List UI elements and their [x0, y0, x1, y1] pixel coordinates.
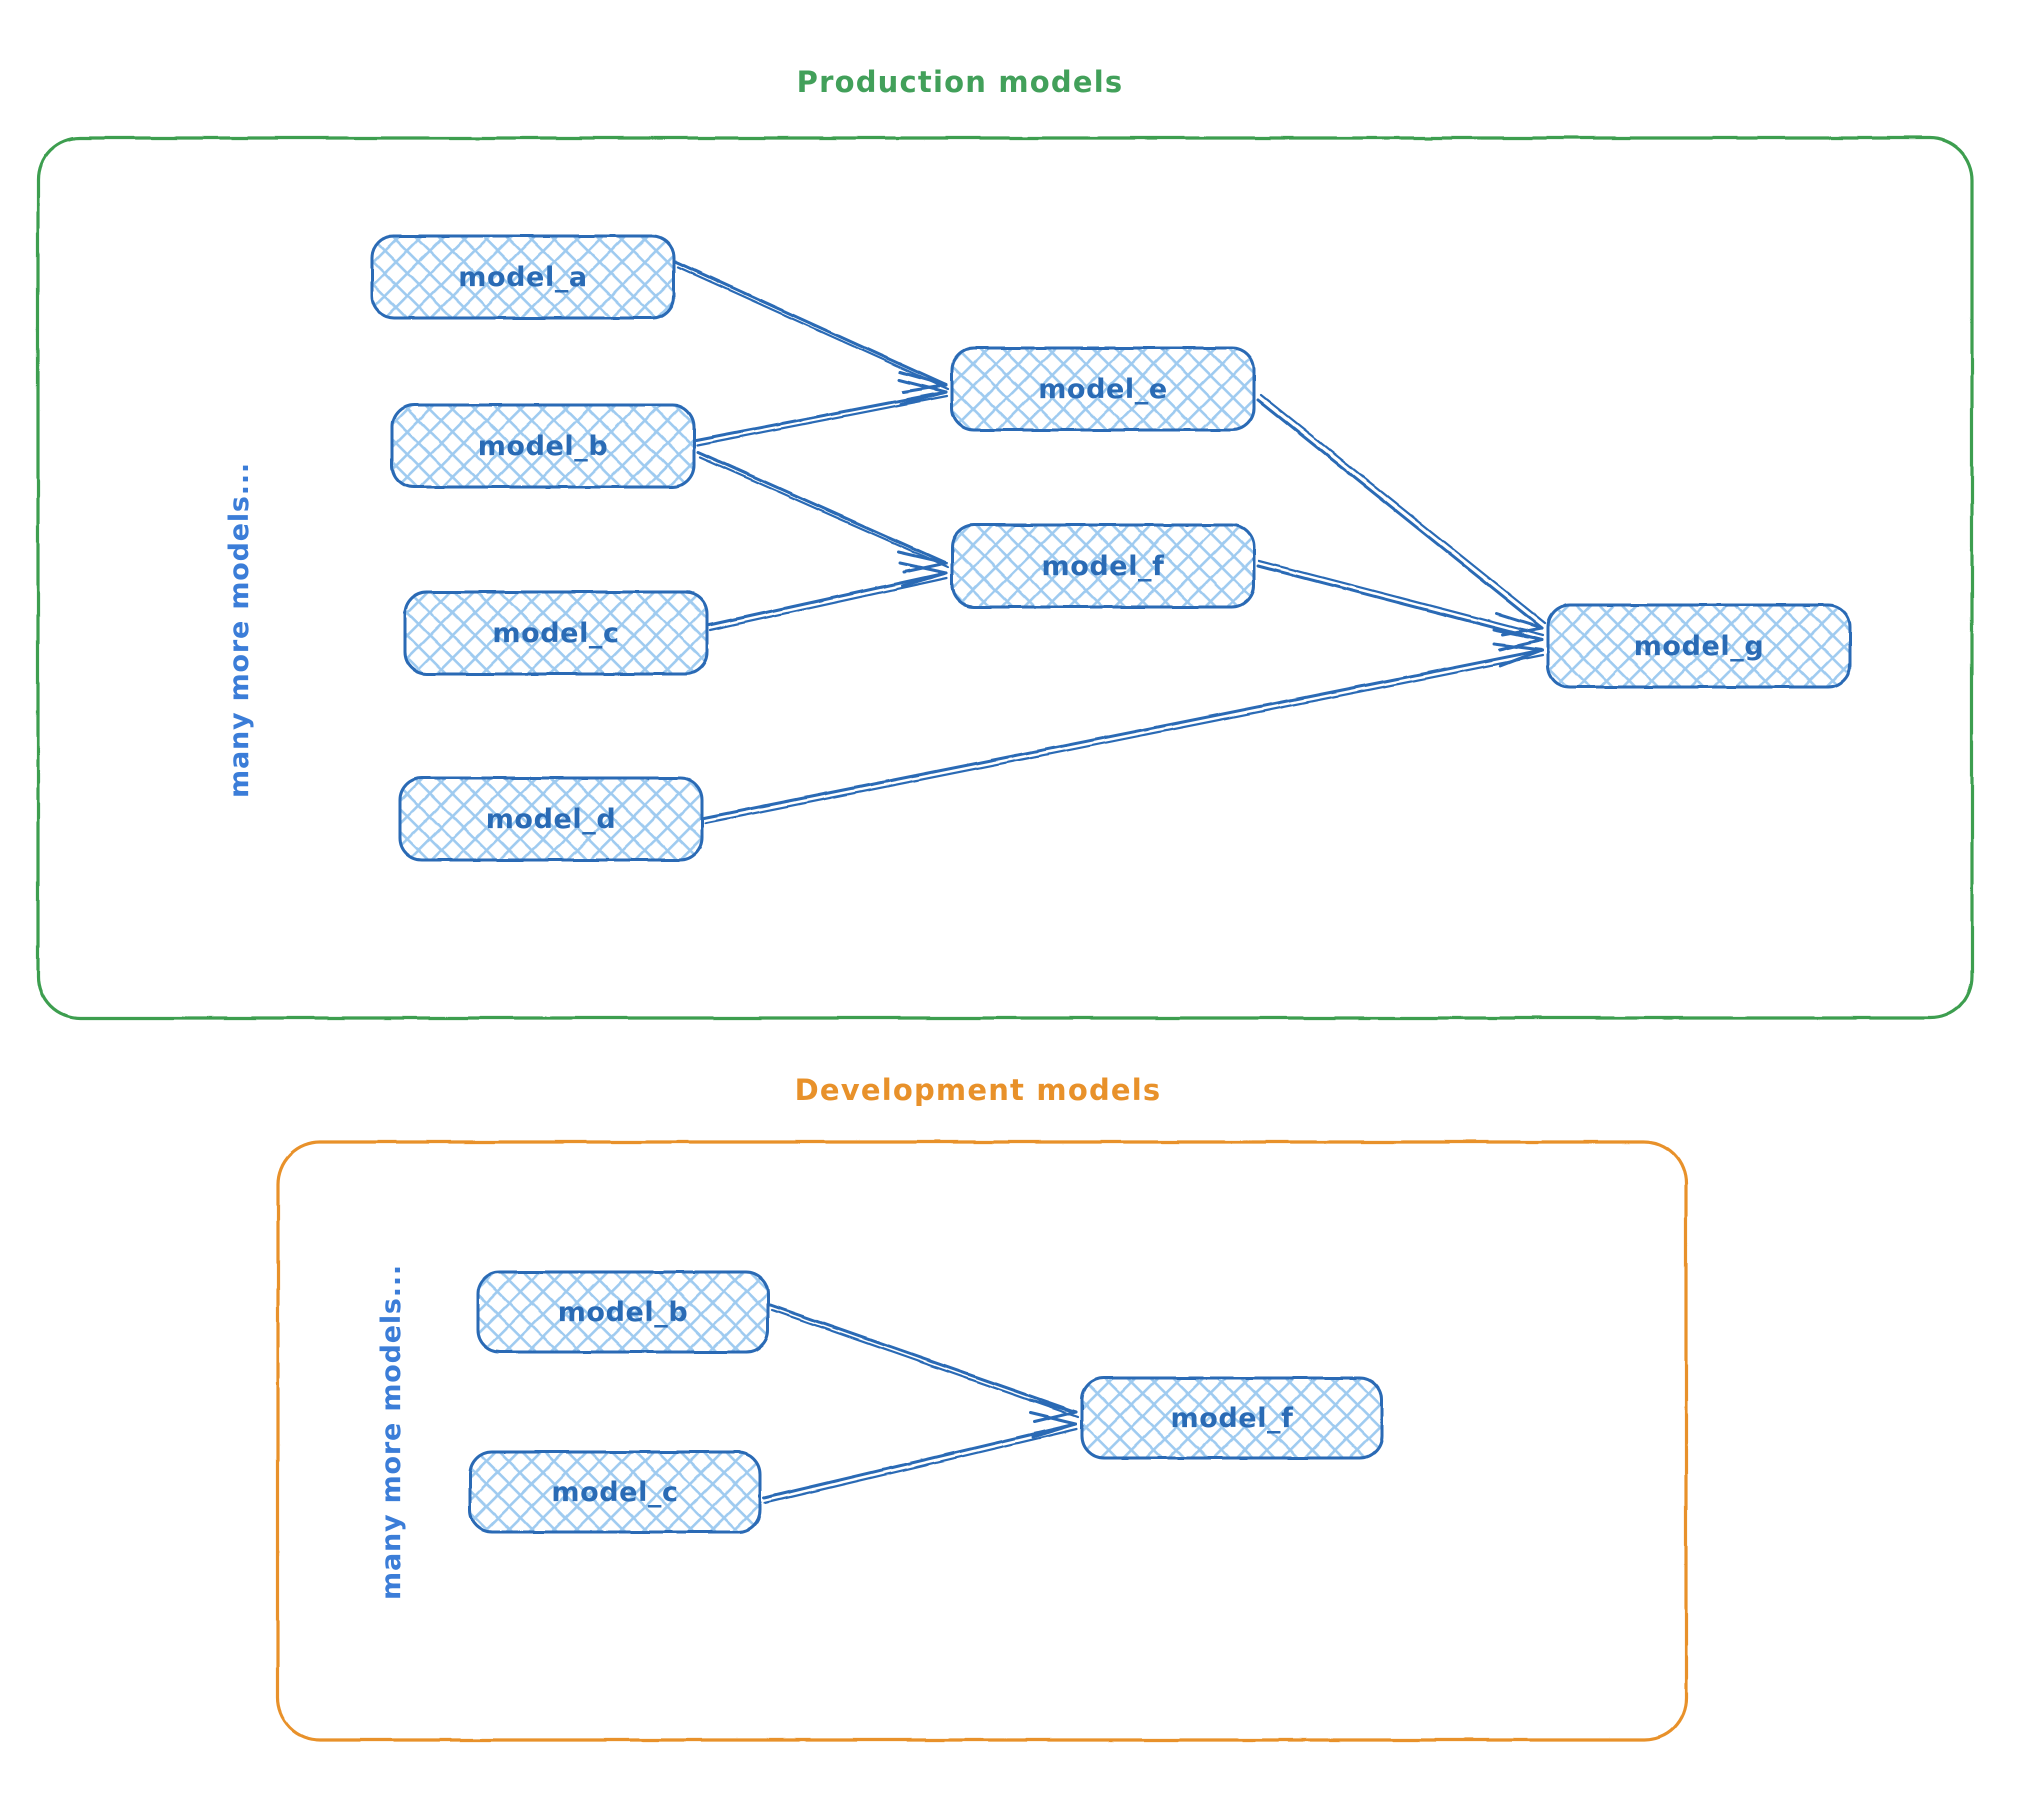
node-shape	[950, 346, 1256, 432]
node-shape	[476, 1270, 770, 1354]
edge-model-e-to-model-g	[1256, 393, 1547, 637]
node-shape	[370, 234, 676, 320]
production-side-label: many more models...	[224, 462, 255, 798]
node-prod-model-e[interactable]: model_e	[950, 346, 1256, 432]
edge-dev-model-b-to-model-f	[768, 1303, 1080, 1424]
node-label: model_d	[486, 804, 617, 835]
edge-dev-model-c-to-model-f	[762, 1411, 1079, 1505]
node-shape	[468, 1450, 762, 1534]
edge-model-b-to-model-e	[694, 378, 949, 447]
node-shape	[1546, 603, 1852, 689]
node-label: model_a	[458, 262, 588, 293]
edge-model-d-to-model-g	[702, 642, 1545, 825]
node-label: model_c	[551, 1477, 678, 1508]
node-prod-model-a[interactable]: model_a	[370, 234, 676, 320]
production-group-container: Production models many more models...	[36, 65, 1974, 1020]
node-shape	[1080, 1376, 1384, 1460]
edge-model-c-to-model-f	[707, 561, 949, 632]
node-prod-model-d[interactable]: model_d	[398, 776, 704, 862]
node-label: model_f	[1170, 1403, 1293, 1434]
edge-model-b-to-model-f	[696, 450, 950, 574]
node-prod-model-b[interactable]: model_b	[390, 403, 696, 489]
development-edges	[762, 1303, 1080, 1505]
node-dev-model-f[interactable]: model_f	[1080, 1376, 1384, 1460]
node-label: model_e	[1038, 374, 1168, 405]
node-prod-model-g[interactable]: model_g	[1546, 603, 1852, 689]
node-shape	[398, 776, 704, 862]
development-group-title: Development models	[795, 1073, 1162, 1107]
production-edges	[674, 260, 1547, 825]
development-side-label: many more models...	[376, 1264, 407, 1600]
development-group-container: Development models many more models...	[276, 1073, 1688, 1742]
development-group-border	[276, 1140, 1688, 1742]
node-shape	[403, 590, 709, 676]
node-shape	[390, 403, 696, 489]
production-group-border	[36, 136, 1974, 1020]
node-label: model_b	[558, 1297, 689, 1328]
edge-model-a-to-model-e	[674, 260, 950, 394]
node-label: model_b	[478, 431, 609, 462]
node-shape	[950, 523, 1256, 609]
production-group-title: Production models	[797, 65, 1124, 99]
production-nodes: model_a model_b model_c model_d	[370, 234, 1852, 862]
node-dev-model-c[interactable]: model_c	[468, 1450, 762, 1534]
node-prod-model-f[interactable]: model_f	[950, 523, 1256, 609]
node-label: model_c	[492, 618, 619, 649]
node-label: model_g	[1634, 631, 1765, 662]
node-prod-model-c[interactable]: model_c	[403, 590, 709, 676]
node-label: model_f	[1041, 551, 1164, 582]
edge-model-f-to-model-g	[1256, 559, 1545, 652]
development-nodes: model_b model_c model_f	[468, 1270, 1384, 1534]
node-dev-model-b[interactable]: model_b	[476, 1270, 770, 1354]
